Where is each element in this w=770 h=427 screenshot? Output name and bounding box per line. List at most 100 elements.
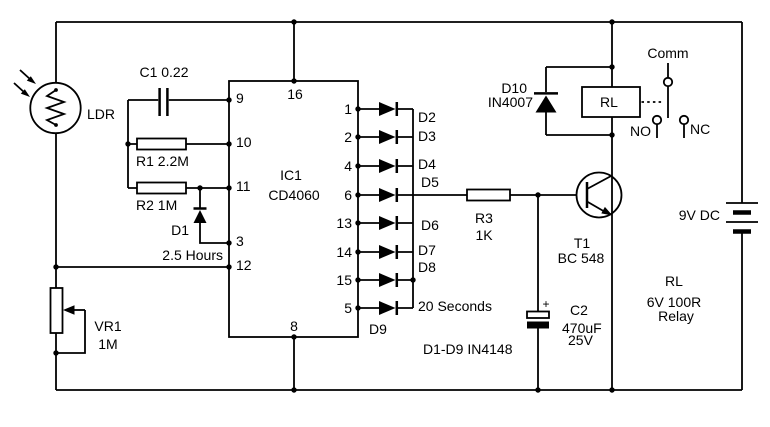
ic1-body xyxy=(228,80,359,338)
ic1-name-label: IC1 xyxy=(280,167,302,183)
r2-body xyxy=(136,181,187,195)
ic1-pin3-label: 3 xyxy=(236,233,244,249)
d1-triangle xyxy=(193,210,207,223)
diode-d1-symbol: D1 2.5 Hours xyxy=(162,188,229,263)
d1-bottom-wire xyxy=(199,223,229,244)
resistor-r1-symbol: R1 2.2M xyxy=(128,137,229,169)
d10-top-wire xyxy=(545,66,612,92)
diode-d6-symbol xyxy=(358,216,413,230)
relay-symbol: RL Comm NO NC RL 6V 100R Relay xyxy=(581,22,710,324)
c2-plate-positive xyxy=(526,310,550,319)
c1-label: C1 0.22 xyxy=(139,64,188,80)
potentiometer-vr1-symbol: VR1 1M xyxy=(49,287,122,390)
power-rails xyxy=(56,21,743,391)
c2-plate-negative xyxy=(527,321,549,329)
diode-d2-symbol xyxy=(358,102,413,116)
capacitor-c2-symbol: + C2 470uF 25V xyxy=(526,195,602,390)
diode-d8-symbol xyxy=(358,273,413,287)
junction-dots xyxy=(53,19,615,393)
diode-d3-symbol xyxy=(358,130,413,144)
d7-label: D7 xyxy=(418,242,436,258)
vr1-wiper-arrow xyxy=(63,305,75,315)
t1-body-circle xyxy=(575,171,623,219)
r1-body xyxy=(136,137,187,151)
ldr-zigzag-dot-bottom xyxy=(54,123,58,127)
d10-name-label: D10 xyxy=(501,80,527,96)
t1-name-label: T1 xyxy=(574,235,591,251)
d10-bottom-wire xyxy=(545,112,612,136)
r3-value-label: 1K xyxy=(475,227,493,243)
d10-part-label: IN4007 xyxy=(488,94,533,110)
relay-rating-label: 6V 100R xyxy=(647,294,701,310)
vr1-value-label: 1M xyxy=(98,336,117,352)
diode-d4-symbol xyxy=(358,159,413,173)
ldr-zigzag xyxy=(44,89,67,126)
vr1-body xyxy=(49,287,64,334)
diode-d10-symbol: D10 IN4007 xyxy=(488,66,612,136)
ic1-pin6-label: 6 xyxy=(344,187,352,203)
d6-label: D6 xyxy=(421,217,439,233)
resistor-r3-symbol: R3 1K xyxy=(466,188,587,243)
diode-d9-symbol xyxy=(358,301,413,315)
ic1-pin13-label: 13 xyxy=(336,215,352,231)
d2-label: D2 xyxy=(418,109,436,125)
ic1-pin10-label: 10 xyxy=(236,134,252,150)
d1-time-label: 2.5 Hours xyxy=(162,247,223,263)
d5-label: D5 xyxy=(421,174,439,190)
d8-label: D8 xyxy=(418,259,436,275)
diode-d5-symbol xyxy=(358,188,467,202)
ldr-zigzag-dot-top xyxy=(54,88,58,92)
relay-type-label: Relay xyxy=(658,308,694,324)
ic1-pin4-label: 4 xyxy=(344,158,352,174)
r3-name-label: R3 xyxy=(475,210,493,226)
r1-label: R1 2.2M xyxy=(136,153,189,169)
light-arrows-icon xyxy=(13,69,36,97)
ic1-pin14-label: 14 xyxy=(336,244,352,260)
ic1-pin2-label: 2 xyxy=(344,129,352,145)
resistor-r2-symbol: R2 1M xyxy=(128,181,229,213)
nc-label: NC xyxy=(690,121,710,137)
vr1-name-label: VR1 xyxy=(94,318,121,334)
capacitor-c1-symbol: C1 0.22 xyxy=(128,64,229,116)
ic1-pin8-label: 8 xyxy=(290,318,298,334)
d10-triangle xyxy=(535,95,557,113)
relay-coil-box xyxy=(581,86,641,118)
output-diode-array: D2 D3 D4 D5 D6 D7 D8 D9 20 Seconds D1-D9… xyxy=(358,102,513,357)
t1-collector-diagonal xyxy=(586,174,613,190)
ldr-label: LDR xyxy=(87,106,115,122)
no-terminal-circle xyxy=(651,114,663,126)
c2-polarity-label: + xyxy=(542,297,549,311)
relay-coil-label: RL xyxy=(600,94,618,110)
diode-note-label: D1-D9 IN4148 xyxy=(423,341,513,357)
comm-terminal-circle xyxy=(662,76,674,88)
ic1-pin15-label: 15 xyxy=(336,272,352,288)
r2-label: R2 1M xyxy=(136,197,177,213)
d3-label: D3 xyxy=(418,128,436,144)
r3-body xyxy=(466,188,511,202)
diode-time-label: 20 Seconds xyxy=(418,298,492,314)
ic1-pin9-label: 9 xyxy=(236,90,244,106)
c2-value-label: 470uF xyxy=(562,320,602,336)
ldr-symbol: LDR xyxy=(13,22,115,288)
d4-label: D4 xyxy=(418,156,436,172)
c2-name-label: C2 xyxy=(570,302,588,318)
diode-d7-symbol xyxy=(358,245,413,259)
ic1-pin1-label: 1 xyxy=(344,101,352,117)
c2-voltage-label: 25V xyxy=(568,332,594,348)
relay-spec-labels: RL 6V 100R Relay xyxy=(647,273,701,324)
ic1-pin11-label: 11 xyxy=(236,178,251,194)
vr1-wiper-return-wire xyxy=(56,310,86,354)
battery-label: 9V DC xyxy=(679,207,720,223)
relay-name-label: RL xyxy=(665,273,683,289)
ic1-cd4060: IC1 CD4060 16 8 9 10 11 3 12 1 2 4 6 13 … xyxy=(228,22,359,390)
battery-symbol: 9V DC xyxy=(679,202,758,234)
d9-label: D9 xyxy=(369,321,387,337)
t1-part-label: BC 548 xyxy=(558,250,605,266)
ic1-pin16-label: 16 xyxy=(287,86,303,102)
t1-emitter-arrow xyxy=(601,206,613,216)
comm-label: Comm xyxy=(647,45,688,61)
transistor-t1-symbol: T1 BC 548 xyxy=(558,117,623,390)
ic1-pin5-label: 5 xyxy=(344,300,352,316)
